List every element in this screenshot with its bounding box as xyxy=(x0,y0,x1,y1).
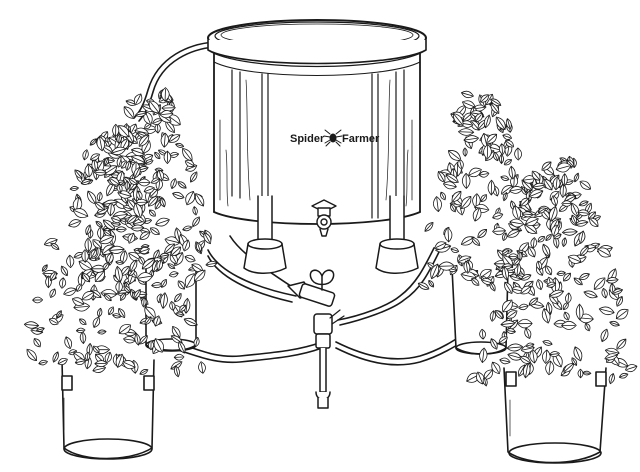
leaf xyxy=(599,328,610,343)
leaf xyxy=(48,288,57,299)
leaf xyxy=(188,171,199,184)
leaf xyxy=(80,332,86,344)
water-reservoir-tank: Spider Farmer xyxy=(208,20,426,273)
leaf xyxy=(76,328,85,333)
leaf xyxy=(544,233,552,242)
leaf xyxy=(562,229,577,236)
leaf xyxy=(514,148,521,160)
brand-name-right: Farmer xyxy=(342,133,380,145)
leaf xyxy=(191,215,202,228)
leaf xyxy=(182,225,193,232)
leaf xyxy=(518,303,529,311)
leaf xyxy=(96,192,102,202)
leaf xyxy=(95,220,104,229)
leaf xyxy=(565,293,572,304)
drain-outlet xyxy=(316,348,330,408)
leaf xyxy=(615,337,629,351)
leaf xyxy=(82,149,90,161)
leaf xyxy=(192,206,198,215)
leaf xyxy=(530,237,537,248)
leaf xyxy=(24,347,39,363)
leaf xyxy=(97,329,106,334)
leaf xyxy=(154,216,170,228)
leaf xyxy=(174,354,184,360)
leaf xyxy=(66,255,74,268)
leaf xyxy=(523,327,532,340)
leaf xyxy=(502,133,513,141)
leaf xyxy=(499,154,503,163)
leaf xyxy=(33,297,43,303)
leaf xyxy=(38,359,48,366)
leaf xyxy=(578,178,593,191)
plant-right-back xyxy=(417,90,541,298)
leaf xyxy=(63,336,74,350)
leaf xyxy=(499,357,511,365)
leaf xyxy=(609,320,620,327)
leaf xyxy=(507,343,523,351)
leaf xyxy=(176,180,187,190)
leaf xyxy=(542,339,553,346)
leaf xyxy=(583,289,599,300)
leaf xyxy=(175,142,184,148)
leaf xyxy=(91,316,101,329)
leaf xyxy=(59,265,69,277)
leaf xyxy=(70,186,79,191)
leaf xyxy=(198,361,207,374)
leaf xyxy=(492,211,504,220)
leaf xyxy=(97,308,103,318)
leaf xyxy=(518,319,533,328)
tee-fitting xyxy=(314,310,344,348)
leaf xyxy=(116,227,126,233)
leaf xyxy=(139,246,151,255)
leaf xyxy=(537,235,546,244)
leaf xyxy=(463,148,467,157)
leaf xyxy=(619,372,629,379)
leaf xyxy=(78,317,88,326)
leaf xyxy=(155,123,161,133)
leaf xyxy=(476,227,489,239)
leaf xyxy=(148,208,157,218)
leaf xyxy=(461,90,475,99)
leaf xyxy=(67,218,82,229)
leaf xyxy=(506,328,516,334)
leaf xyxy=(149,226,161,237)
pot-front-right xyxy=(504,368,606,463)
leaf xyxy=(172,191,185,201)
leaf xyxy=(601,288,609,299)
leaf xyxy=(535,279,544,291)
leaf xyxy=(503,158,513,167)
leaf xyxy=(32,337,43,349)
brand-name-left: Spider xyxy=(290,133,325,145)
leaf xyxy=(598,305,615,316)
pot-front-left xyxy=(62,360,154,459)
leaf xyxy=(573,172,580,182)
leaf xyxy=(169,178,177,190)
leaf xyxy=(423,221,435,233)
leaf xyxy=(458,128,474,135)
leaf xyxy=(123,336,136,344)
leaf xyxy=(450,247,459,254)
leaf xyxy=(608,373,616,385)
leaf xyxy=(614,306,631,322)
ball-valve-icon xyxy=(288,270,335,307)
leaf xyxy=(561,237,567,247)
leaf xyxy=(184,254,197,264)
leaf xyxy=(433,196,443,212)
leaf xyxy=(62,286,77,297)
leaf xyxy=(584,322,592,332)
leaf xyxy=(500,175,510,182)
tank-lid xyxy=(208,20,426,67)
leaf xyxy=(562,311,570,321)
leaf xyxy=(59,277,67,288)
leaf xyxy=(479,193,488,203)
